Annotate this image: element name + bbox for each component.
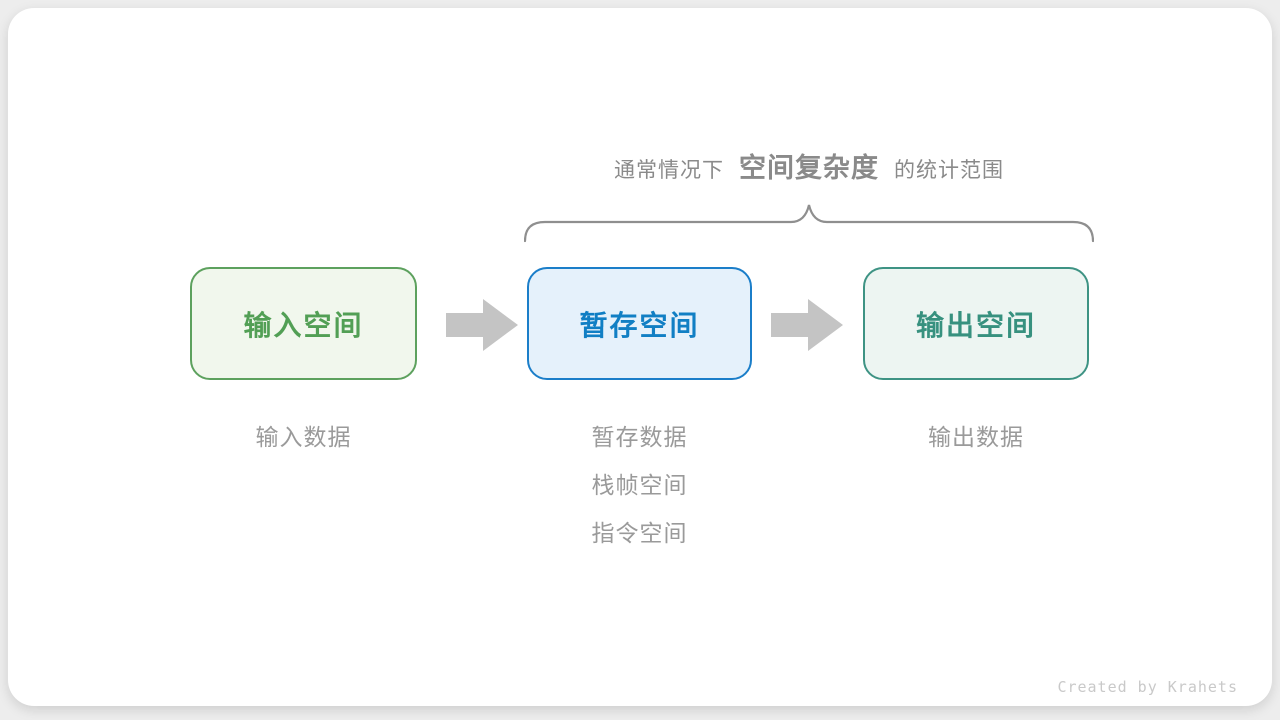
scope-caption: 通常情况下 空间复杂度 的统计范围: [614, 146, 1004, 185]
box-output-space: 输出空间: [863, 267, 1089, 380]
sublabel-input-data: 输入数据: [255, 424, 352, 450]
credit-text: Created by Krahets: [1057, 678, 1238, 696]
box-input-space: 输入空间: [190, 267, 417, 380]
box-input-space-label: 输入空间: [243, 309, 364, 341]
sublabel-stack-frame-space: 栈帧空间: [591, 472, 688, 498]
arrow-right-icon: [446, 299, 518, 351]
sublabel-temp-data: 暂存数据: [591, 424, 688, 450]
arrow-right-icon: [771, 299, 843, 351]
scope-caption-highlight: 空间复杂度: [739, 153, 879, 183]
output-space-sublabels: 输出数据: [863, 422, 1089, 470]
box-output-space-label: 输出空间: [915, 309, 1036, 341]
temp-space-sublabels: 暂存数据 栈帧空间 指令空间: [527, 422, 752, 566]
box-temp-space: 暂存空间: [527, 267, 752, 380]
scope-caption-suffix: 的统计范围: [894, 159, 1004, 182]
input-space-sublabels: 输入数据: [190, 422, 417, 470]
scope-caption-prefix: 通常情况下: [614, 159, 724, 182]
sublabel-output-data: 输出数据: [928, 424, 1024, 450]
curly-brace-icon: [524, 204, 1094, 243]
sublabel-instruction-space: 指令空间: [591, 520, 688, 546]
box-temp-space-label: 暂存空间: [579, 309, 700, 341]
